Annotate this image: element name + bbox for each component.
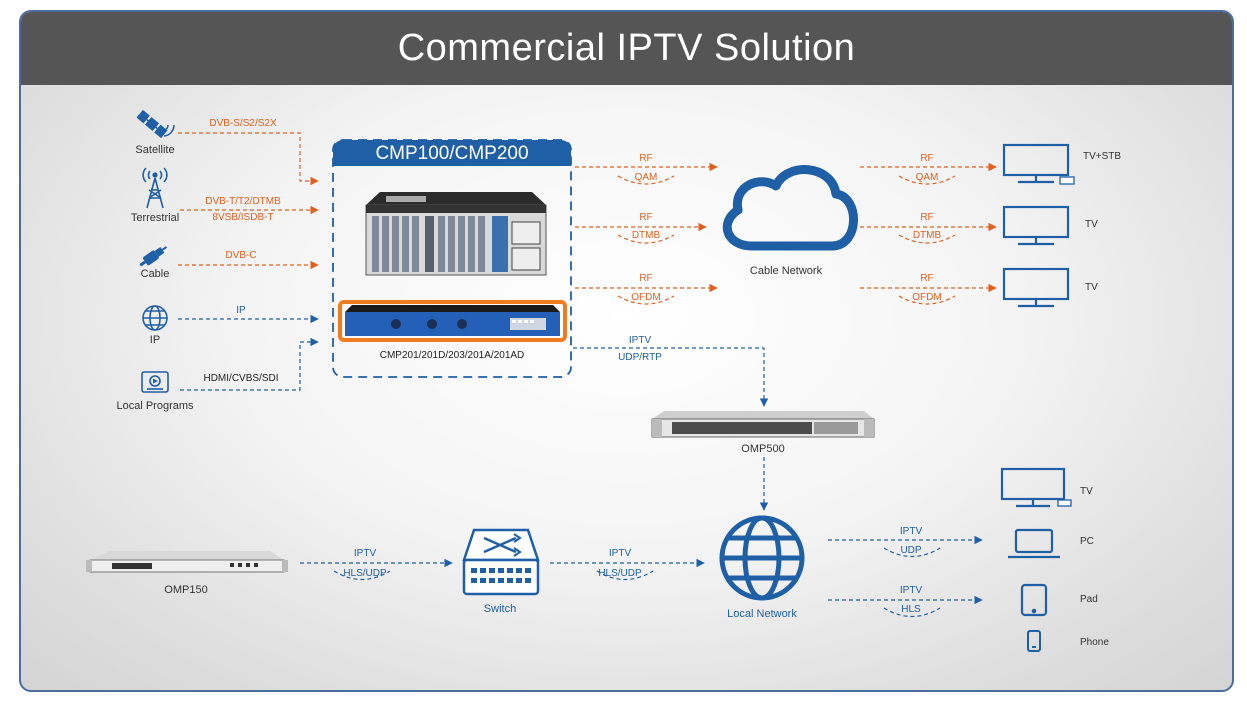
monitor-play-icon	[141, 371, 169, 393]
cable-connector-icon	[139, 246, 168, 267]
device-label-tv-stb: TV+STB	[1083, 151, 1122, 162]
end-device-label-phone: Phone	[1080, 637, 1109, 648]
title-bar: Commercial IPTV Solution	[21, 12, 1232, 85]
end-device-label-tv: TV	[1080, 486, 1093, 497]
lan-link-label-top: IPTV	[899, 585, 923, 596]
switch-icon	[462, 528, 540, 596]
tv-connectors	[860, 162, 997, 305]
tv-rf-label-bottom: QAM	[915, 172, 939, 183]
omp150-link-label-top: IPTV	[353, 548, 377, 559]
tv-icon	[1000, 467, 1072, 508]
local-network-label: Local Network	[727, 608, 797, 620]
tv-rf-label-top: RF	[920, 212, 934, 223]
cmp-chassis-image	[365, 192, 547, 276]
signal-label-local-programs: HDMI/CVBS/SDI	[203, 373, 279, 384]
tv-stb-icon	[1002, 143, 1075, 185]
switch-label: Switch	[483, 603, 517, 615]
signal-label-terrestrial: DVB-T/T2/DTMB	[205, 196, 281, 207]
phone-icon	[1027, 630, 1041, 652]
page-title: Commercial IPTV Solution	[397, 27, 856, 69]
device-label-tv: TV	[1085, 219, 1098, 230]
signal-label-satellite: DVB-S/S2/S2X	[209, 118, 277, 129]
end-device-label-pc: PC	[1080, 536, 1094, 547]
switch-link-label-bottom: HLS/UDP	[598, 568, 642, 579]
headend-title: CMP100/CMP200	[375, 143, 529, 164]
lan-link-label-bottom: HLS	[901, 604, 921, 615]
lan-link-label-bottom: UDP	[900, 545, 922, 556]
signal-label-cable: DVB-C	[225, 250, 257, 261]
cmp201-device-image	[338, 300, 567, 342]
laptop-icon	[1008, 528, 1060, 559]
tv-rf-label-bottom: DTMB	[912, 230, 942, 241]
source-label-cable: Cable	[140, 268, 170, 280]
source-label-terrestrial: Terrestrial	[130, 212, 180, 224]
tablet-icon	[1020, 583, 1048, 617]
rf-label-top: RF	[639, 153, 653, 164]
network-globe-icon	[719, 515, 805, 601]
end-device-label-pad: Pad	[1080, 594, 1098, 605]
device-label-tv: TV	[1085, 282, 1098, 293]
omp150-device-image	[86, 551, 288, 573]
satellite-line	[178, 132, 319, 186]
lan-connectors	[300, 535, 983, 618]
rf-label-top: RF	[639, 212, 653, 223]
cloud-icon	[722, 165, 858, 251]
tv-icon	[1002, 267, 1070, 308]
rf-label-bottom: DTMB	[631, 230, 661, 241]
tv-rf-label-top: RF	[920, 153, 934, 164]
rf-label-bottom: QAM	[634, 172, 658, 183]
rf-label-bottom: OFDM	[631, 292, 661, 303]
omp500-label: OMP500	[741, 443, 785, 455]
diagram-frame: Commercial IPTV Solution	[19, 10, 1234, 692]
omp150-label: OMP150	[164, 584, 208, 596]
switch-link-label-top: IPTV	[608, 548, 632, 559]
lan-link-label-top: IPTV	[899, 526, 923, 537]
tv-rf-label-bottom: OFDM	[912, 292, 942, 303]
tv-icon	[1002, 205, 1070, 246]
source-label-local-programs: Local Programs	[116, 400, 194, 412]
signal-label-ip: IP	[236, 305, 246, 316]
headend-box	[332, 139, 572, 378]
source-label-satellite: Satellite	[135, 144, 175, 156]
source-connectors	[178, 132, 319, 391]
rf-connectors	[575, 162, 718, 305]
iptv-label-bottom: UDP/RTP	[618, 352, 662, 363]
source-label-ip: IP	[149, 334, 161, 346]
iptv-connector	[573, 347, 769, 511]
headend-sub-label: CMP201/201D/203/201A/201AD	[379, 350, 525, 361]
globe-icon	[142, 305, 168, 331]
tv-rf-label-top: RF	[920, 273, 934, 284]
omp500-device-image	[651, 411, 875, 438]
antenna-tower-icon	[142, 167, 168, 209]
iptv-label-top: IPTV	[628, 335, 652, 346]
cable-network-label: Cable Network	[749, 265, 823, 277]
omp150-link-label-bottom: HLS/UDP	[343, 568, 387, 579]
rf-label-top: RF	[639, 273, 653, 284]
local-programs-line	[180, 337, 319, 391]
signal-label-terrestrial-2: 8VSB/ISDB-T	[212, 212, 274, 223]
satellite-icon	[136, 109, 175, 139]
